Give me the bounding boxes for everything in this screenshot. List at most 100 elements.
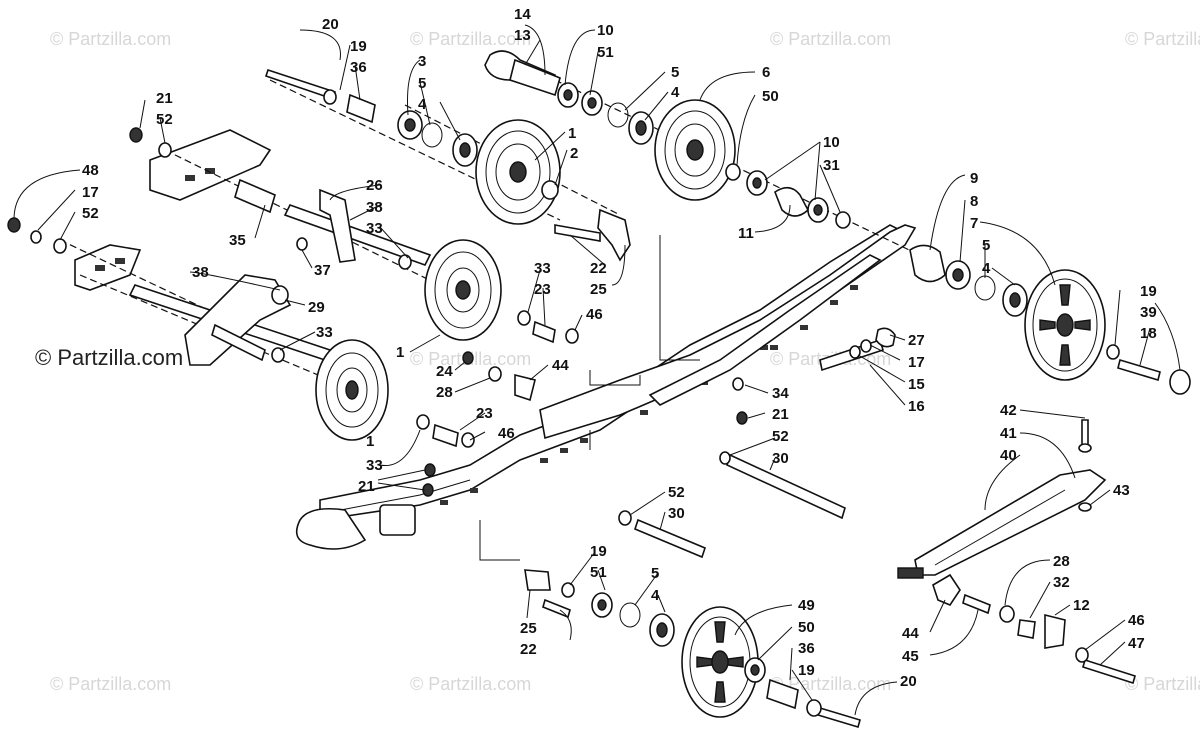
callout-labels: 20 19 36 14 13 10 51 3 5 4 5 4 6 50 1 2 … <box>82 6 1157 690</box>
watermark: © Partzilla.com <box>770 674 891 694</box>
callout-23: 23 <box>534 281 551 298</box>
callout-3: 3 <box>418 53 426 70</box>
callout-47: 47 <box>1128 635 1145 652</box>
callout-37: 37 <box>314 262 331 279</box>
callout-23: 23 <box>476 405 493 422</box>
callout-22: 22 <box>520 641 537 658</box>
callout-10: 10 <box>597 22 614 39</box>
callout-52: 52 <box>156 111 173 128</box>
callout-1: 1 <box>396 344 404 361</box>
callout-12: 12 <box>1073 597 1090 614</box>
callout-46: 46 <box>498 425 515 442</box>
callout-2: 2 <box>570 145 578 162</box>
callout-50: 50 <box>762 88 779 105</box>
callout-11: 11 <box>738 225 754 242</box>
callout-19: 19 <box>350 38 367 55</box>
callout-5: 5 <box>982 237 990 254</box>
callout-52: 52 <box>668 484 685 501</box>
watermark: © Partzilla.com <box>770 29 891 49</box>
bearings-spacers-washers <box>7 82 1191 717</box>
callout-44: 44 <box>902 625 919 642</box>
callout-1: 1 <box>568 125 576 142</box>
callout-5: 5 <box>651 565 659 582</box>
callout-35: 35 <box>229 232 246 249</box>
callout-33: 33 <box>366 220 383 237</box>
callout-25: 25 <box>590 281 607 298</box>
callout-4: 4 <box>418 96 427 113</box>
callout-34: 34 <box>772 385 789 402</box>
callout-10: 10 <box>823 134 840 151</box>
callout-36: 36 <box>798 640 815 657</box>
callout-31: 31 <box>823 157 840 174</box>
callout-27: 27 <box>908 332 925 349</box>
callout-25: 25 <box>520 620 537 637</box>
callout-7: 7 <box>970 215 978 232</box>
callout-49: 49 <box>798 597 815 614</box>
callout-29: 29 <box>308 299 325 316</box>
callout-17: 17 <box>908 354 925 371</box>
callout-36: 36 <box>350 59 367 76</box>
callout-20: 20 <box>322 16 339 33</box>
callout-20: 20 <box>900 673 917 690</box>
callout-46: 46 <box>586 306 603 323</box>
watermark-layer: © Partzilla.com © Partzilla.com © Partzi… <box>35 29 1200 694</box>
left-rail <box>295 224 902 550</box>
callout-6: 6 <box>762 64 770 81</box>
callout-38: 38 <box>366 199 383 216</box>
watermark: © Partzilla.com <box>410 29 531 49</box>
watermark: © Partzilla.com <box>410 674 531 694</box>
watermark: © Partzilla.com <box>50 674 171 694</box>
callout-50: 50 <box>798 619 815 636</box>
callout-43: 43 <box>1113 482 1130 499</box>
callout-30: 30 <box>772 450 789 467</box>
callout-18: 18 <box>1140 325 1157 342</box>
callout-15: 15 <box>908 376 925 393</box>
callout-48: 48 <box>82 162 99 179</box>
callout-30: 30 <box>668 505 685 522</box>
callout-52: 52 <box>82 205 99 222</box>
callout-33: 33 <box>366 457 383 474</box>
callout-51: 51 <box>590 564 607 581</box>
callout-21: 21 <box>358 478 375 495</box>
callout-45: 45 <box>902 648 919 665</box>
callout-38: 38 <box>192 264 209 281</box>
callout-14: 14 <box>514 6 531 23</box>
callout-19: 19 <box>590 543 607 560</box>
callout-32: 32 <box>1053 574 1070 591</box>
callout-33: 33 <box>316 324 333 341</box>
callout-4: 4 <box>982 260 991 277</box>
callout-21: 21 <box>156 90 173 107</box>
callout-5: 5 <box>671 64 679 81</box>
callout-8: 8 <box>970 193 978 210</box>
callout-9: 9 <box>970 170 978 187</box>
slide-rail-arm <box>897 419 1107 579</box>
callout-33: 33 <box>534 260 551 277</box>
watermark: © Partzilla.com <box>50 29 171 49</box>
callout-21: 21 <box>772 406 789 423</box>
callout-1: 1 <box>366 433 374 450</box>
callout-51: 51 <box>597 44 614 61</box>
callout-39: 39 <box>1140 304 1157 321</box>
callout-19: 19 <box>1140 283 1157 300</box>
front-rail-sections <box>74 129 272 291</box>
callout-24: 24 <box>436 363 453 380</box>
callout-28: 28 <box>436 384 453 401</box>
callout-26: 26 <box>366 177 383 194</box>
callout-16: 16 <box>908 398 925 415</box>
callout-22: 22 <box>590 260 607 277</box>
leader-lines <box>13 24 1181 716</box>
callout-28: 28 <box>1053 553 1070 570</box>
callout-44: 44 <box>552 357 569 374</box>
callout-5: 5 <box>418 75 426 92</box>
callout-42: 42 <box>1000 402 1017 419</box>
callout-41: 41 <box>1000 425 1017 442</box>
callout-4: 4 <box>671 84 680 101</box>
callout-4: 4 <box>651 587 660 604</box>
callout-17: 17 <box>82 184 99 201</box>
watermark: © Partzilla.com <box>1125 29 1200 49</box>
watermark: © Partzilla.com <box>1125 674 1200 694</box>
callout-46: 46 <box>1128 612 1145 629</box>
watermark-main: © Partzilla.com <box>35 345 183 370</box>
callout-40: 40 <box>1000 447 1017 464</box>
